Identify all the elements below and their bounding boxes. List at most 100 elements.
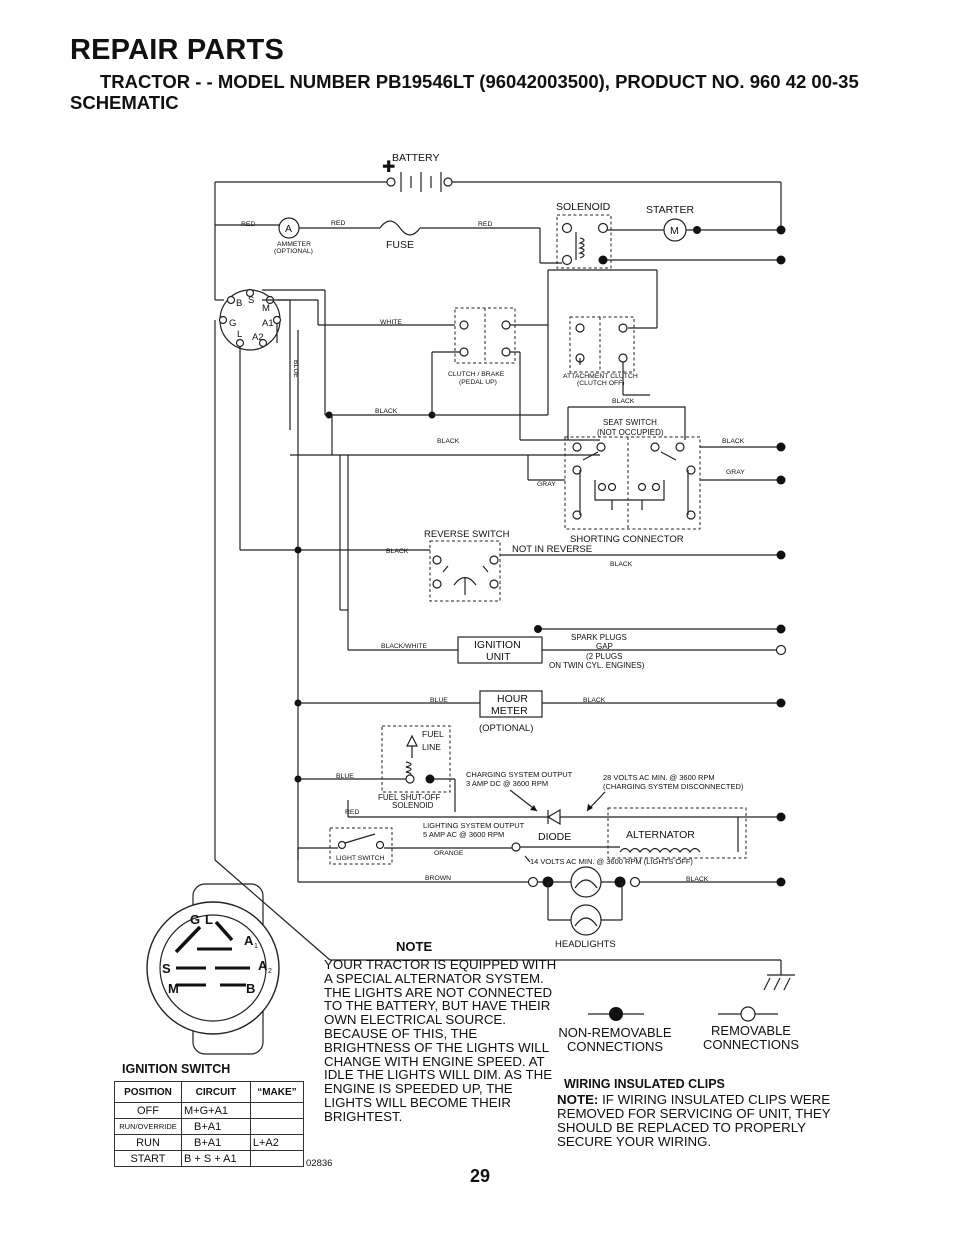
- svg-text:A: A: [258, 958, 268, 973]
- table-row: RUN B+A1 L+A2: [114, 1134, 305, 1151]
- alternator-box: [607, 807, 747, 859]
- section-title: SCHEMATIC: [70, 92, 179, 113]
- clips-title: WIRING INSULATED CLIPS: [564, 1077, 725, 1091]
- svg-text:(PEDAL UP): (PEDAL UP): [459, 379, 497, 386]
- svg-text:UNIT: UNIT: [486, 651, 511, 663]
- headlight-2: [570, 904, 602, 936]
- battery-label: BATTERY: [392, 152, 439, 164]
- svg-text:(CLUTCH OFF): (CLUTCH OFF): [577, 380, 625, 387]
- light-switch-box: [329, 827, 393, 865]
- diode-label: DIODE: [538, 831, 571, 843]
- clips-text: NOTE: IF WIRING INSULATED CLIPS WERE REM…: [557, 1092, 831, 1149]
- note-text: YOUR TRACTOR IS EQUIPPED WITH A SPECIAL …: [324, 957, 557, 1124]
- reverse-switch-box: [429, 540, 501, 602]
- svg-text:SHORTING CONNECTOR: SHORTING CONNECTOR: [570, 534, 684, 545]
- svg-text:ORANGE: ORANGE: [434, 850, 464, 857]
- svg-text:B: B: [246, 981, 255, 996]
- svg-text:ON TWIN CYL. ENGINES): ON TWIN CYL. ENGINES): [549, 661, 645, 670]
- svg-text:HOUR: HOUR: [497, 693, 528, 705]
- svg-text:B: B: [236, 298, 242, 309]
- removable-label: REMOVABLE CONNECTIONS: [702, 1023, 800, 1052]
- svg-text:(NOT OCCUPIED): (NOT OCCUPIED): [597, 428, 664, 437]
- svg-text:NOT IN REVERSE: NOT IN REVERSE: [512, 544, 592, 555]
- alternator-label: ALTERNATOR: [626, 829, 695, 841]
- ignition-switch-title: IGNITION SWITCH: [122, 1062, 231, 1076]
- ignition-switch-connector: B S M G A1 L A2: [218, 288, 282, 351]
- svg-text:LIGHT SWITCH: LIGHT SWITCH: [336, 855, 385, 862]
- non-removable-label: NON-REMOVABLE CONNECTIONS: [558, 1025, 672, 1054]
- svg-text:REVERSE SWITCH: REVERSE SWITCH: [424, 529, 510, 540]
- fuse-symbol: [379, 220, 421, 236]
- svg-text:BLUE: BLUE: [430, 697, 448, 704]
- svg-text:5 AMP AC @ 3600 RPM: 5 AMP AC @ 3600 RPM: [423, 830, 504, 839]
- svg-text:FUEL SHUT-OFF: FUEL SHUT-OFF: [378, 793, 440, 802]
- svg-text:RED: RED: [478, 221, 492, 228]
- svg-text:ATTACHMENT CLUTCH: ATTACHMENT CLUTCH: [563, 373, 638, 380]
- headlight-1: [570, 866, 602, 898]
- table-row: OFF M+G+A1: [114, 1102, 305, 1119]
- svg-text:A1: A1: [262, 318, 274, 329]
- fuse-label: FUSE: [386, 239, 414, 251]
- svg-text:BLUE: BLUE: [292, 360, 299, 378]
- svg-text:RED: RED: [241, 221, 255, 228]
- svg-text:M: M: [168, 981, 179, 996]
- svg-text:L: L: [205, 912, 213, 927]
- svg-text:M: M: [262, 303, 270, 314]
- svg-text:A: A: [244, 933, 254, 948]
- svg-text:IGNITION: IGNITION: [474, 639, 521, 651]
- svg-text:BROWN: BROWN: [425, 875, 451, 882]
- fuel-solenoid-box: [381, 725, 451, 793]
- diagram-code: 02836: [306, 1158, 333, 1169]
- battery-plus-sign: ✚: [382, 159, 395, 176]
- svg-text:BLACK: BLACK: [386, 548, 409, 555]
- svg-text:RED: RED: [345, 809, 359, 816]
- starter-label: STARTER: [646, 204, 694, 216]
- svg-text:BLACK: BLACK: [583, 697, 606, 704]
- svg-text:BLACK/WHITE: BLACK/WHITE: [381, 643, 428, 650]
- page-subtitle: TRACTOR - - MODEL NUMBER PB19546LT (9604…: [100, 71, 859, 92]
- svg-text:BLACK: BLACK: [610, 561, 633, 568]
- svg-text:METER: METER: [491, 705, 528, 717]
- svg-text:A2: A2: [252, 332, 264, 343]
- svg-text:3 AMP DC @ 3600 RPM: 3 AMP DC @ 3600 RPM: [466, 779, 548, 788]
- svg-text:L: L: [237, 329, 242, 340]
- solenoid-box: [556, 214, 612, 269]
- svg-text:28 VOLTS AC MIN. @ 3600 RPM: 28 VOLTS AC MIN. @ 3600 RPM: [603, 773, 715, 782]
- non-removable-connection-symbol: [609, 1007, 623, 1021]
- hour-meter-box: [479, 690, 543, 718]
- table-header-row: POSITION CIRCUIT “MAKE”: [114, 1081, 305, 1103]
- seat-switch-box: [564, 436, 701, 530]
- svg-text:(OPTIONAL): (OPTIONAL): [274, 248, 313, 255]
- table-row: RUN/OVERRIDE B+A1: [114, 1118, 305, 1135]
- headlights-label: HEADLIGHTS: [555, 939, 616, 950]
- svg-text:2: 2: [268, 968, 272, 975]
- solenoid-label: SOLENOID: [556, 201, 611, 213]
- svg-text:G: G: [229, 318, 236, 329]
- svg-text:(CHARGING SYSTEM DISCONNECTED): (CHARGING SYSTEM DISCONNECTED): [603, 782, 744, 791]
- svg-text:LINE: LINE: [422, 742, 441, 752]
- svg-text:14 VOLTS AC MIN. @ 3600 RPM (L: 14 VOLTS AC MIN. @ 3600 RPM (LIGHTS OFF): [530, 857, 693, 866]
- svg-text:BLACK: BLACK: [722, 438, 745, 445]
- ignition-switch-face: G L A 1 A 2 S M B: [146, 883, 280, 1055]
- svg-text:BLACK: BLACK: [375, 408, 398, 415]
- svg-text:CLUTCH / BRAKE: CLUTCH / BRAKE: [448, 371, 505, 378]
- starter-symbol: M: [670, 225, 679, 237]
- ammeter-label: AMMETER: [277, 241, 311, 248]
- removable-connection-symbol: [740, 1006, 756, 1022]
- page-number: 29: [470, 1166, 491, 1186]
- svg-text:1: 1: [254, 943, 258, 950]
- svg-text:G: G: [190, 912, 200, 927]
- svg-text:GRAY: GRAY: [726, 469, 745, 476]
- svg-text:FUEL: FUEL: [422, 729, 444, 739]
- svg-text:(OPTIONAL): (OPTIONAL): [479, 723, 533, 734]
- svg-text:SOLENOID: SOLENOID: [392, 801, 434, 810]
- svg-text:BLACK: BLACK: [612, 398, 635, 405]
- svg-text:GAP: GAP: [596, 642, 613, 651]
- attachment-clutch-switch: [569, 316, 635, 373]
- svg-text:(2 PLUGS: (2 PLUGS: [586, 652, 622, 661]
- svg-text:CHARGING SYSTEM OUTPUT: CHARGING SYSTEM OUTPUT: [466, 770, 573, 779]
- battery: BATTERY ✚: [382, 152, 453, 192]
- svg-text:S: S: [248, 295, 254, 306]
- svg-text:SEAT SWITCH: SEAT SWITCH: [603, 418, 657, 427]
- svg-text:S: S: [162, 961, 171, 976]
